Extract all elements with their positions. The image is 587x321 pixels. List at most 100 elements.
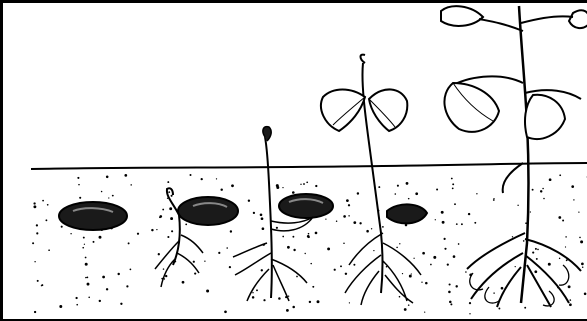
soil-speck — [562, 220, 564, 222]
soil-speck — [112, 195, 114, 197]
soil-speck — [159, 216, 161, 218]
soil-speck — [130, 269, 132, 271]
soil-speck — [278, 297, 281, 300]
soil-speck — [130, 184, 132, 186]
soil-speck — [252, 296, 255, 299]
soil-speck — [165, 275, 167, 277]
soil-speck — [308, 233, 310, 235]
soil-speck — [83, 237, 85, 239]
soil-speck — [256, 289, 258, 291]
soil-speck — [306, 181, 308, 183]
soil-speck — [300, 184, 301, 185]
soil-speck — [468, 213, 470, 215]
stage-4-first-leaves — [321, 55, 427, 305]
soil-speck — [327, 247, 330, 250]
soil-speck — [310, 263, 311, 264]
soil-speck — [424, 312, 425, 313]
soil-speck — [408, 198, 410, 200]
soil-speck — [79, 197, 81, 199]
soil-speck — [101, 191, 103, 193]
soil-speck — [253, 212, 255, 214]
soil-speck — [315, 232, 318, 235]
soil-speck — [579, 237, 581, 239]
soil-speck — [263, 299, 265, 301]
soil-speck — [34, 261, 35, 262]
soil-speck — [343, 242, 345, 244]
soil-speck — [33, 202, 35, 204]
soil-speck — [162, 209, 164, 211]
soil-speck — [461, 223, 463, 225]
soil-speck — [293, 249, 295, 251]
soil-speck — [169, 207, 172, 210]
soil-speck — [32, 242, 34, 244]
soil-speck — [406, 182, 409, 185]
soil-speck — [452, 183, 454, 185]
soil-speck — [512, 236, 513, 237]
soil-speck — [515, 266, 516, 267]
stage-5-young-plant — [441, 6, 587, 307]
soil-speck — [317, 300, 320, 303]
soil-speck — [42, 200, 44, 202]
soil-speck — [348, 204, 350, 206]
soil-speck — [565, 246, 566, 247]
soil-speck — [185, 224, 187, 226]
soil-speck — [126, 285, 128, 287]
soil-speck — [366, 230, 369, 233]
soil-speck — [409, 275, 412, 278]
germination-illustration — [3, 3, 587, 321]
soil-speck — [408, 304, 410, 306]
soil-speck — [262, 227, 265, 230]
soil-speck — [451, 178, 453, 180]
soil-speck — [493, 199, 495, 201]
soil-speck — [45, 219, 47, 221]
soil-speck — [282, 187, 283, 188]
soil-speck — [340, 265, 342, 267]
soil-speck — [231, 184, 234, 187]
soil-speck — [99, 236, 102, 239]
soil-speck — [37, 280, 39, 282]
soil-speck — [421, 282, 422, 283]
soil-speck — [425, 282, 428, 285]
soil-speck — [106, 288, 108, 290]
soil-speck — [474, 222, 476, 224]
soil-speck — [248, 200, 250, 202]
soil-speck — [168, 191, 170, 193]
soil-speck — [448, 291, 451, 294]
soil-speck — [286, 309, 289, 312]
soil-speck — [226, 247, 228, 249]
soil-speck — [70, 233, 71, 234]
soil-speck — [276, 184, 279, 187]
soil-speck — [87, 277, 89, 279]
hooked-sprout-icon — [233, 127, 333, 301]
soil-speck — [399, 243, 400, 244]
seed-icon — [59, 202, 127, 230]
soil-speck — [170, 217, 173, 220]
soil-speck — [171, 195, 173, 197]
soil-speck — [47, 204, 49, 206]
soil-speck — [171, 230, 173, 232]
soil-speck — [548, 263, 551, 266]
soil-speck — [581, 263, 584, 266]
soil-speck — [493, 292, 494, 293]
soil-speck — [102, 276, 105, 279]
soil-speck — [558, 216, 561, 219]
soil-speck — [124, 174, 127, 177]
soil-speck — [565, 236, 567, 238]
soil-speck — [336, 221, 337, 222]
soil-speck — [430, 264, 432, 266]
soil-speck — [282, 236, 284, 238]
soil-speck — [532, 252, 534, 254]
soil-speck — [99, 300, 101, 302]
soil-speck — [568, 285, 571, 288]
soil-speck — [569, 303, 572, 306]
soil-speck — [452, 188, 454, 190]
soil-speck — [41, 285, 42, 286]
soil-speck — [117, 273, 119, 275]
soil-speck — [82, 247, 84, 249]
soil-speck — [276, 227, 278, 229]
soil-speck — [501, 287, 504, 290]
soil-speck — [309, 301, 311, 303]
soil-speck — [182, 281, 185, 284]
soil-speck — [469, 302, 471, 304]
soil-speck — [312, 286, 314, 288]
